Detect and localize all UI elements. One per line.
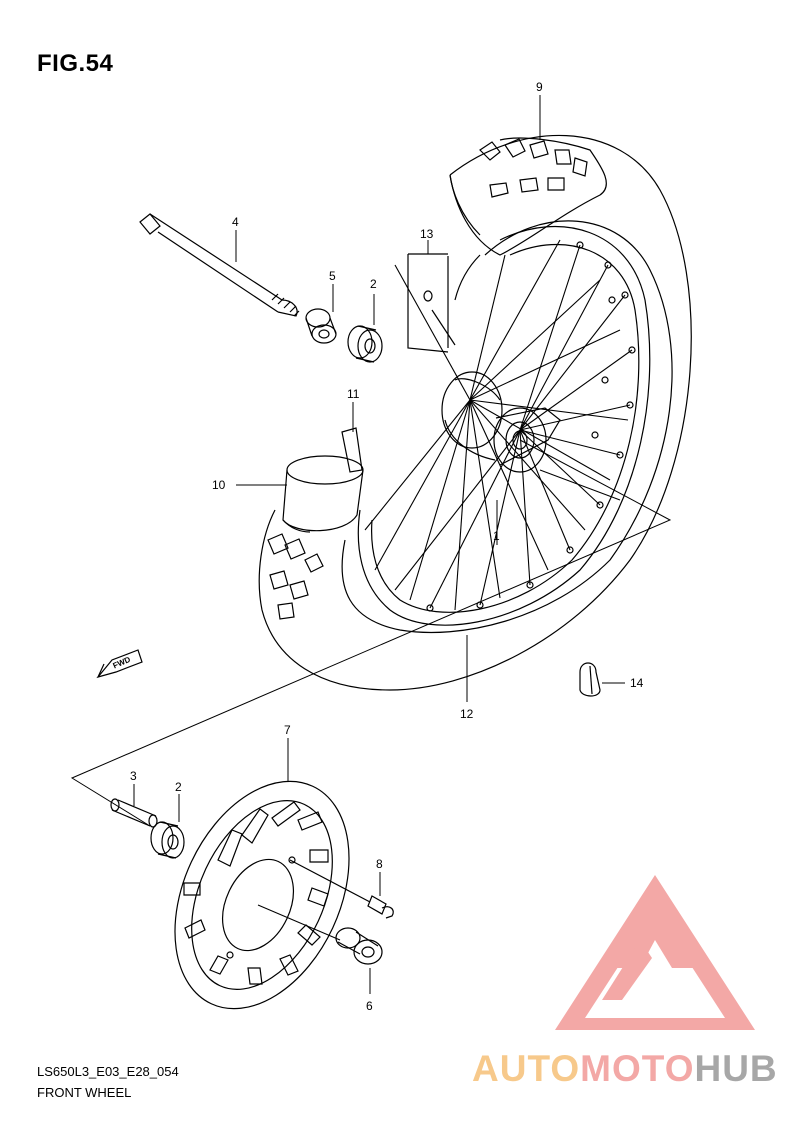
spokes (364, 239, 633, 611)
bearing-lower (150, 821, 185, 859)
rim (357, 226, 651, 626)
spacer-part6 (335, 927, 383, 965)
axle (139, 213, 300, 317)
watermark-part-auto: AUTO (472, 1048, 581, 1089)
callout-numbers: 1 2 2 3 4 5 6 7 8 9 10 11 12 13 14 FWD (112, 80, 644, 1013)
sleeve-part3 (110, 798, 158, 828)
watermark-part-moto: MOTO (580, 1048, 695, 1089)
speedo-housing (282, 427, 364, 533)
callout-5: 5 (329, 269, 336, 283)
brake-disc (174, 780, 350, 1010)
callout-4: 4 (232, 215, 239, 229)
callout-9: 9 (536, 80, 543, 94)
spoke-nipples (426, 241, 636, 612)
disc-bolt (289, 859, 394, 919)
callout-12: 12 (460, 707, 474, 721)
callout-14: 14 (630, 676, 644, 690)
callout-2-lower: 2 (175, 780, 182, 794)
diagram-name: FRONT WHEEL (37, 1085, 132, 1100)
bearing-upper (347, 325, 383, 363)
valve-stem (407, 253, 456, 353)
callout-3: 3 (130, 769, 137, 783)
callout-leaders (133, 95, 625, 994)
valve-cap (579, 662, 601, 697)
callout-13: 13 (420, 227, 434, 241)
callout-11: 11 (347, 387, 360, 401)
watermark-part-hub: HUB (694, 1048, 778, 1089)
callout-6: 6 (366, 999, 373, 1013)
assembly-lines (70, 439, 672, 941)
callout-10: 10 (212, 478, 226, 492)
watermark-text: AUTOMOTOHUB (472, 1048, 778, 1090)
fwd-arrow (96, 649, 143, 679)
tire (258, 134, 692, 691)
callout-2-upper: 2 (370, 277, 377, 291)
model-code: LS650L3_E03_E28_054 (37, 1064, 179, 1079)
watermark-logo (555, 875, 755, 1030)
callout-8: 8 (376, 857, 383, 871)
spacer-part5 (305, 308, 337, 344)
hub (441, 371, 561, 473)
callout-7: 7 (284, 723, 291, 737)
figure-title: FIG.54 (37, 50, 114, 77)
callout-1: 1 (493, 529, 500, 543)
